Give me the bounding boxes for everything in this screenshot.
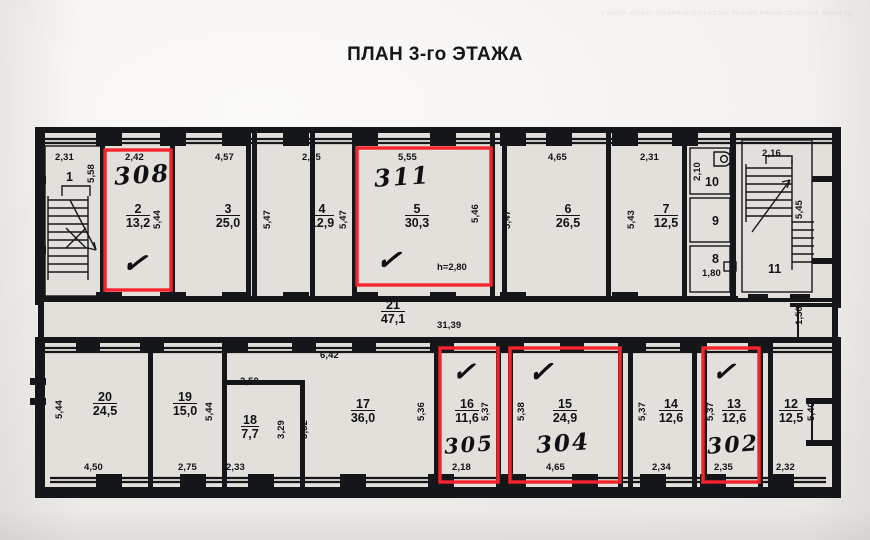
page-title: ПЛАН 3-го ЭТАЖА — [347, 44, 523, 65]
highlight-room-5 — [355, 146, 493, 287]
highlight-room-16 — [438, 346, 500, 484]
highlight-room-13 — [701, 346, 761, 484]
highlight-room-2 — [103, 148, 173, 292]
highlight-room-15 — [508, 346, 622, 484]
